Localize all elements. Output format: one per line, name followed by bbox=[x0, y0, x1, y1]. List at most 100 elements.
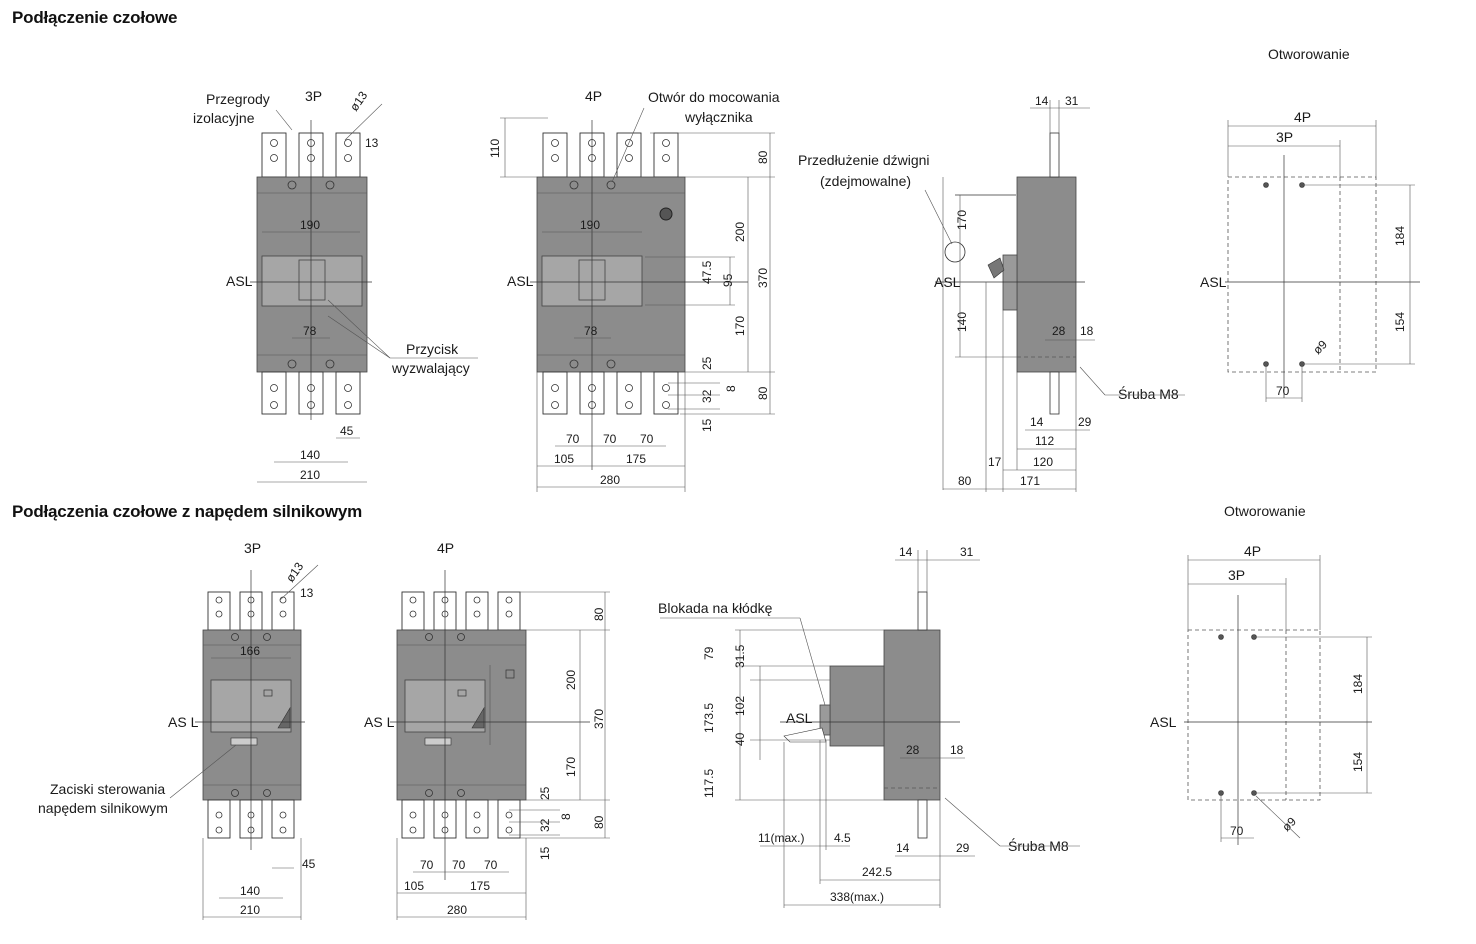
svg-text:31: 31 bbox=[960, 545, 974, 559]
svg-text:170: 170 bbox=[733, 316, 747, 336]
side-view-motor: ASL Blokada na kłódkę 79 31.5 173.5 102 … bbox=[658, 545, 1080, 908]
svg-text:3P: 3P bbox=[1228, 567, 1245, 583]
svg-text:80: 80 bbox=[592, 815, 606, 829]
svg-text:170: 170 bbox=[955, 210, 969, 230]
svg-text:110: 110 bbox=[488, 139, 502, 158]
svg-text:170: 170 bbox=[564, 757, 578, 777]
label-asl: ASL bbox=[226, 273, 253, 289]
label-blokada: Blokada na kłódkę bbox=[658, 600, 773, 616]
svg-text:8: 8 bbox=[559, 813, 573, 820]
svg-text:175: 175 bbox=[470, 879, 490, 893]
svg-text:190: 190 bbox=[580, 218, 600, 232]
svg-text:ASL: ASL bbox=[1200, 274, 1227, 290]
label-przedluzenie: Przedłużenie dźwigni bbox=[798, 152, 930, 168]
terminal-bottom-1 bbox=[261, 371, 287, 415]
side-body bbox=[1016, 176, 1077, 373]
svg-text:ASL: ASL bbox=[786, 710, 813, 726]
svg-text:140: 140 bbox=[955, 312, 969, 332]
svg-text:154: 154 bbox=[1393, 312, 1407, 332]
terminal-top-3 bbox=[335, 132, 361, 178]
dim-45: 45 bbox=[340, 424, 354, 438]
label-wyzwalajacy: wyzwalający bbox=[391, 360, 470, 376]
label-wylacznika: wyłącznika bbox=[684, 109, 753, 125]
label-otworowanie-top: Otworowanie bbox=[1268, 46, 1350, 62]
svg-text:AS L: AS L bbox=[364, 714, 395, 730]
svg-text:70: 70 bbox=[452, 858, 466, 872]
label-izolacyjne: izolacyjne bbox=[193, 110, 255, 126]
svg-text:80: 80 bbox=[756, 386, 770, 400]
label-naped: napędem silnikowym bbox=[38, 800, 168, 816]
svg-text:15: 15 bbox=[538, 846, 552, 860]
svg-text:40: 40 bbox=[733, 732, 747, 746]
svg-text:166: 166 bbox=[240, 644, 260, 658]
label-sruba-bottom: Śruba M8 bbox=[1008, 837, 1069, 854]
svg-text:79: 79 bbox=[702, 646, 716, 660]
svg-text:80: 80 bbox=[958, 474, 972, 488]
svg-text:200: 200 bbox=[733, 222, 747, 242]
label-otworowanie-bottom: Otworowanie bbox=[1224, 503, 1306, 519]
svg-text:117.5: 117.5 bbox=[702, 769, 716, 798]
svg-text:140: 140 bbox=[240, 884, 260, 898]
svg-text:4P: 4P bbox=[585, 88, 602, 104]
svg-text:29: 29 bbox=[1078, 415, 1092, 429]
svg-text:25: 25 bbox=[700, 356, 714, 370]
front-view-4p: 190 78 4P ASL Otwór do mocowania wyłączn… bbox=[488, 88, 780, 492]
svg-text:28: 28 bbox=[1052, 324, 1066, 338]
svg-text:8: 8 bbox=[724, 385, 738, 392]
svg-text:31.5: 31.5 bbox=[733, 644, 747, 668]
drilling-view-top: Otworowanie 4P 3P ASL 184 154 ø9 70 bbox=[1200, 46, 1420, 402]
svg-text:70: 70 bbox=[484, 858, 498, 872]
front-view-4p-motor: 4P AS L 80 370 80 200 170 25 8 32 15 70 … bbox=[364, 540, 610, 920]
label-przegrody: Przegrody bbox=[206, 91, 270, 107]
svg-text:80: 80 bbox=[756, 150, 770, 164]
svg-text:4P: 4P bbox=[1294, 109, 1311, 125]
svg-text:173.5: 173.5 bbox=[702, 703, 716, 733]
svg-text:280: 280 bbox=[447, 903, 467, 917]
svg-text:184: 184 bbox=[1393, 226, 1407, 246]
svg-text:70: 70 bbox=[603, 432, 617, 446]
svg-text:14: 14 bbox=[1030, 415, 1044, 429]
svg-text:ASL: ASL bbox=[507, 273, 534, 289]
svg-text:154: 154 bbox=[1351, 752, 1365, 772]
svg-text:70: 70 bbox=[640, 432, 654, 446]
dim-78: 78 bbox=[303, 324, 317, 338]
svg-text:AS L: AS L bbox=[168, 714, 199, 730]
svg-text:95: 95 bbox=[721, 273, 735, 287]
dim-210: 210 bbox=[300, 468, 320, 482]
svg-text:370: 370 bbox=[756, 268, 770, 288]
svg-text:13: 13 bbox=[300, 586, 314, 600]
svg-text:105: 105 bbox=[554, 452, 574, 466]
svg-text:47.5: 47.5 bbox=[700, 260, 714, 284]
svg-text:11(max.): 11(max.) bbox=[758, 831, 804, 845]
svg-text:171: 171 bbox=[1020, 474, 1040, 488]
label-zaciski: Zaciski sterowania bbox=[50, 781, 165, 797]
svg-text:ø13: ø13 bbox=[283, 559, 307, 584]
svg-text:210: 210 bbox=[240, 903, 260, 917]
front-view-3p-motor: 166 3P AS L 13 ø13 Zaciski sterowania na… bbox=[38, 540, 319, 920]
svg-text:200: 200 bbox=[564, 670, 578, 690]
svg-text:ASL: ASL bbox=[1150, 714, 1177, 730]
dim-13: 13 bbox=[365, 136, 379, 150]
svg-text:32: 32 bbox=[700, 389, 714, 403]
svg-text:3P: 3P bbox=[244, 540, 261, 556]
svg-text:32: 32 bbox=[538, 818, 552, 832]
svg-text:102: 102 bbox=[733, 696, 747, 716]
svg-text:184: 184 bbox=[1351, 674, 1365, 694]
dim-diameter-13: ø13 bbox=[347, 88, 371, 113]
handle-3p bbox=[298, 259, 326, 301]
svg-text:14: 14 bbox=[1035, 94, 1049, 108]
svg-text:4P: 4P bbox=[1244, 543, 1261, 559]
svg-text:28: 28 bbox=[906, 743, 920, 757]
svg-text:105: 105 bbox=[404, 879, 424, 893]
label-zdejmowalne: (zdejmowalne) bbox=[820, 173, 911, 189]
svg-text:4.5: 4.5 bbox=[834, 831, 851, 845]
svg-text:70: 70 bbox=[566, 432, 580, 446]
svg-text:120: 120 bbox=[1033, 455, 1053, 469]
svg-text:ø9: ø9 bbox=[1310, 337, 1330, 357]
side-view-top: 170 140 ASL Przedłużenie dźwigni (zdejmo… bbox=[798, 94, 1185, 492]
svg-text:15: 15 bbox=[700, 418, 714, 432]
svg-text:18: 18 bbox=[950, 743, 964, 757]
svg-text:25: 25 bbox=[538, 786, 552, 800]
svg-text:14: 14 bbox=[896, 841, 910, 855]
